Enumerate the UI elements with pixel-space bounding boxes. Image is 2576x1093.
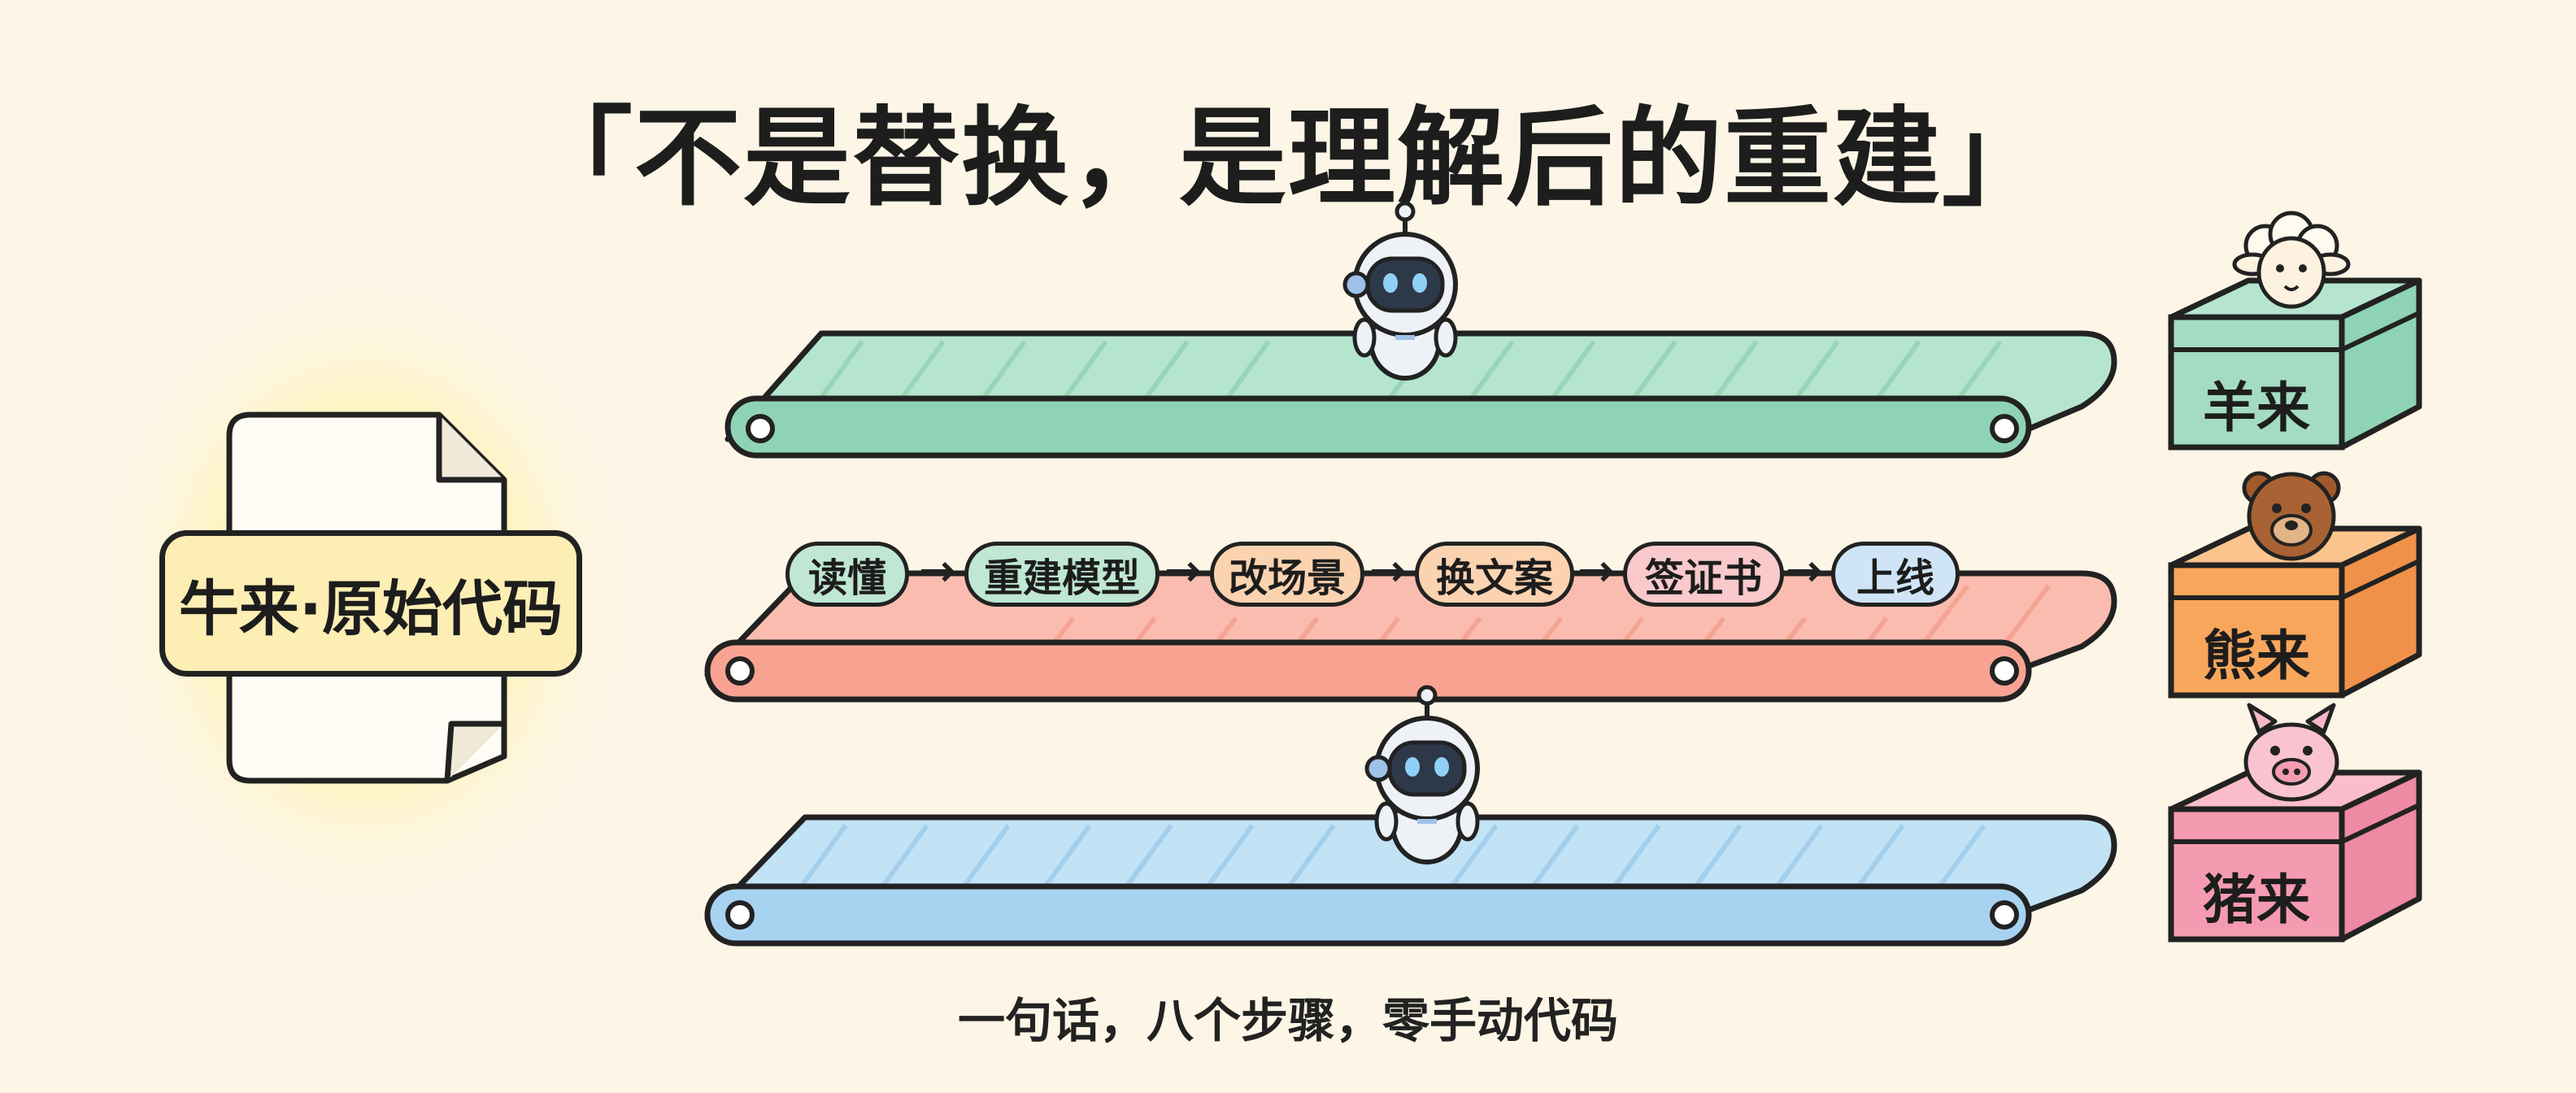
pig-icon <box>2243 703 2339 802</box>
conveyor-belt-top <box>724 330 2117 459</box>
page-title: 「不是替换，是理解后的重建」 <box>525 96 2051 221</box>
bear-icon <box>2242 471 2341 561</box>
output-label-sheep: 羊来 <box>2203 377 2310 439</box>
step-chip-change-scene: 改场景 <box>1210 542 1364 607</box>
footer-caption: 一句话，八个步骤，零手动代码 <box>957 993 1618 1048</box>
arrow-icon: → <box>1164 545 1202 596</box>
arrow-icon: → <box>1786 545 1823 596</box>
step-chip-rebuild-model: 重建模型 <box>964 542 1160 607</box>
step-chip-go-live: 上线 <box>1831 542 1960 607</box>
arrow-icon: → <box>919 545 956 596</box>
step-chip-change-copy: 换文案 <box>1415 542 1574 607</box>
robot-icon <box>1364 685 1480 864</box>
gift-box-bear <box>2168 525 2422 699</box>
robot-icon <box>1342 201 1458 381</box>
gift-box-pig <box>2168 769 2422 943</box>
source-code-label: 牛来·原始代码 <box>159 530 582 677</box>
arrow-icon: → <box>1577 545 1615 596</box>
output-label-pig: 猪来 <box>2203 869 2310 931</box>
step-chip-sign-cert: 签证书 <box>1623 542 1784 607</box>
step-chip-read: 读懂 <box>785 542 909 607</box>
arrow-icon: → <box>1369 545 1407 596</box>
sheep-icon <box>2232 211 2351 309</box>
output-label-bear: 熊来 <box>2203 625 2310 687</box>
conveyor-belt-bottom <box>704 814 2117 947</box>
